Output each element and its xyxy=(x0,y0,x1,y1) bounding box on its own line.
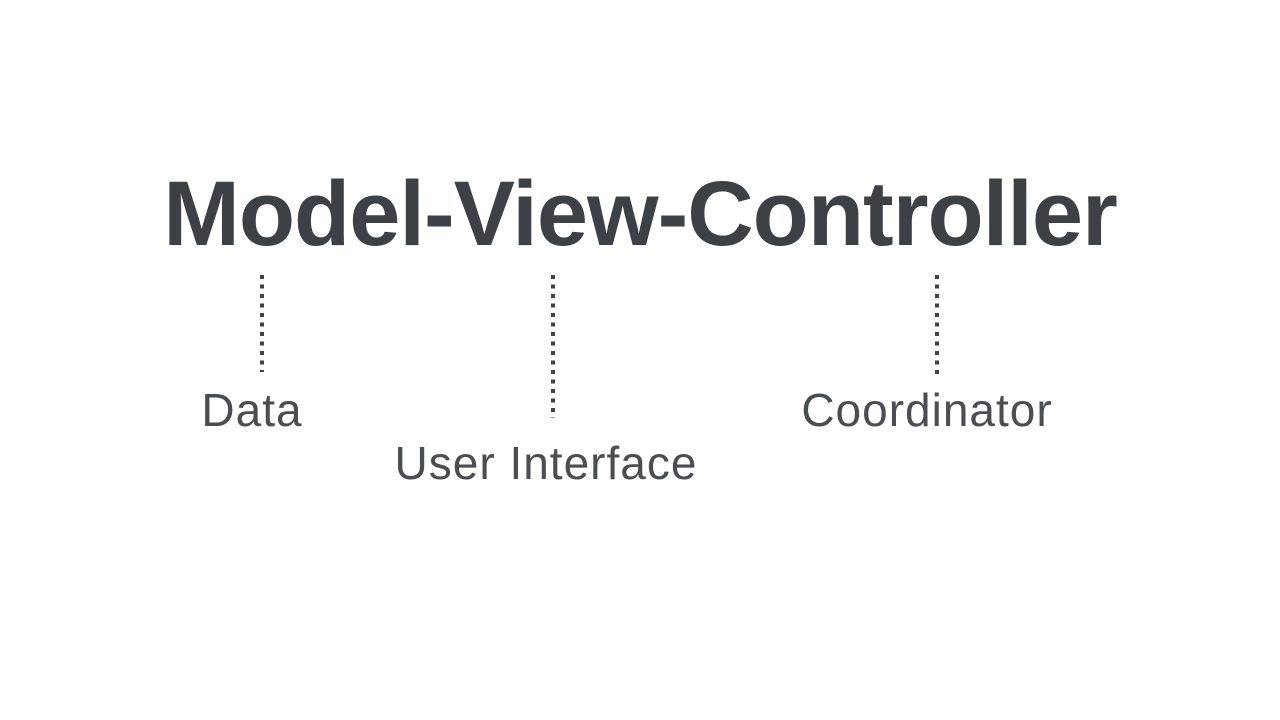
node-label-controller: Coordinator xyxy=(801,384,1053,436)
dotted-connector-view xyxy=(551,275,555,418)
diagram-title: Model-View-Controller xyxy=(163,163,1118,265)
dotted-connector-controller xyxy=(935,275,939,378)
node-label-model: Data xyxy=(201,384,303,436)
dotted-connector-model xyxy=(260,275,264,372)
node-label-view: User Interface xyxy=(394,437,698,489)
